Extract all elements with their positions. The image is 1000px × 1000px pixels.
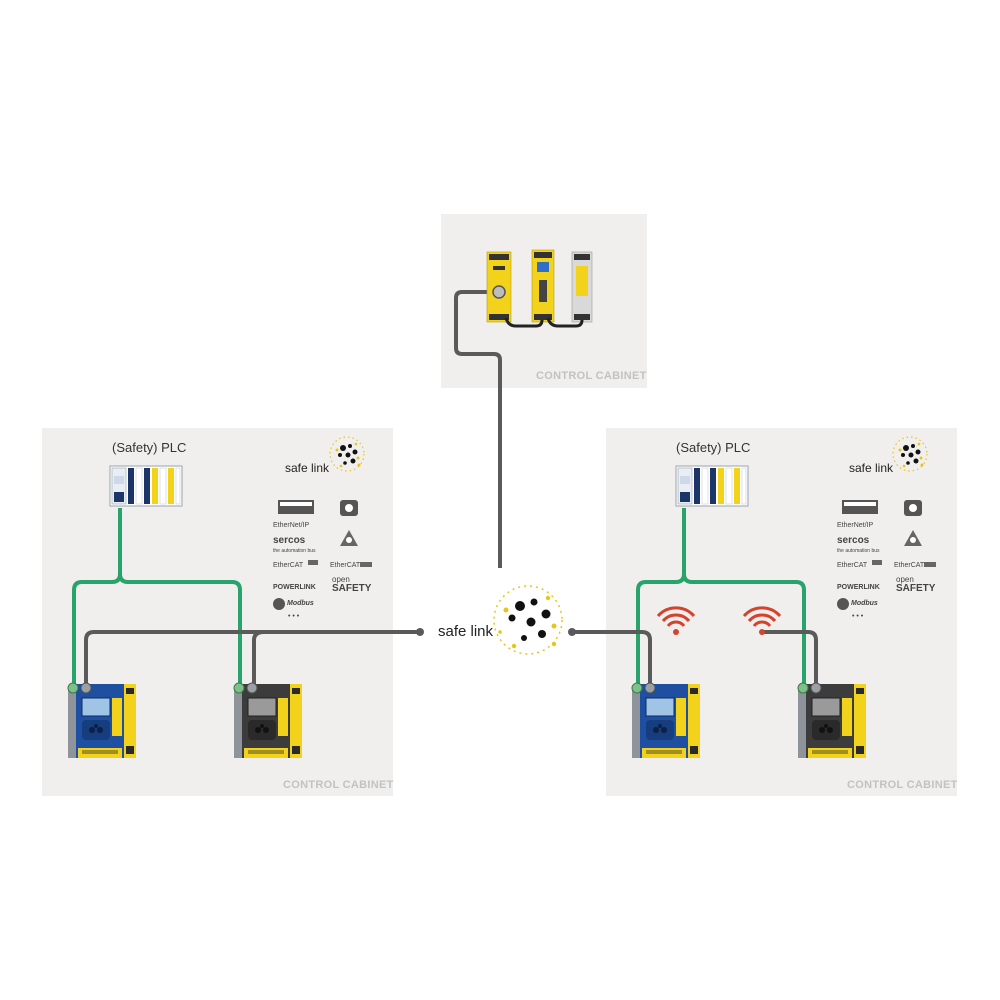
sercos-label: sercos	[273, 535, 306, 546]
powerlink-label-right: POWERLINK	[837, 584, 880, 591]
safety-module-icon	[486, 251, 512, 323]
safe-link-logo-icon-right	[892, 436, 928, 472]
open-label: open	[332, 575, 350, 584]
ethercat-safety-label: EtherCAT	[330, 562, 361, 569]
protocol-logos-right	[837, 500, 936, 610]
cabinet-label-right: CONTROL CABINET	[847, 779, 958, 791]
safety-module-blue-right	[631, 682, 701, 759]
right-cabinet-wiring	[568, 508, 818, 690]
safety-label: SAFETY	[332, 583, 372, 594]
safety-label-right: SAFETY	[896, 583, 936, 594]
protocol-logos-left	[273, 500, 372, 610]
ethercat-label-right: EtherCAT	[837, 562, 868, 569]
powerlink-label: POWERLINK	[273, 584, 316, 591]
ethercat-label: EtherCAT	[273, 562, 304, 569]
modbus-label-right: Modbus	[851, 600, 878, 607]
more-protocols-right: • • •	[852, 613, 864, 620]
cabinet-label-top: CONTROL CABINET	[536, 370, 647, 382]
more-protocols: • • •	[288, 613, 300, 620]
safe-link-label-left: safe link	[285, 461, 330, 475]
plc-icon	[109, 465, 183, 507]
sercos-sub-label-right: the automation bus	[837, 548, 880, 554]
safe-link-label-center: safe link	[438, 623, 494, 640]
safety-module-blue-left	[67, 682, 137, 759]
safety-module-dark-left	[233, 682, 303, 759]
safe-link-label-right: safe link	[849, 461, 894, 475]
safety-module-dark-right	[797, 682, 867, 759]
sercos-label-right: sercos	[837, 535, 870, 546]
safe-link-logo-icon-left	[329, 436, 365, 472]
modbus-label: Modbus	[287, 600, 314, 607]
open-label-right: open	[896, 575, 914, 584]
top-cabinet-modules	[454, 249, 593, 568]
plc-label-right: (Safety) PLC	[676, 440, 751, 455]
ethernet-ip-label: EtherNet/IP	[273, 522, 310, 529]
sercos-sub-label: the automation bus	[273, 548, 316, 554]
plc-icon-right	[675, 465, 749, 507]
ethernet-ip-label-right: EtherNet/IP	[837, 522, 874, 529]
safe-link-logo-icon	[493, 585, 563, 655]
cabinet-label-left: CONTROL CABINET	[283, 779, 394, 791]
plc-label-left: (Safety) PLC	[112, 440, 187, 455]
ethercat-safety-label-right: EtherCAT	[894, 562, 925, 569]
wifi-icon	[656, 606, 696, 637]
left-cabinet-wiring	[72, 508, 424, 690]
